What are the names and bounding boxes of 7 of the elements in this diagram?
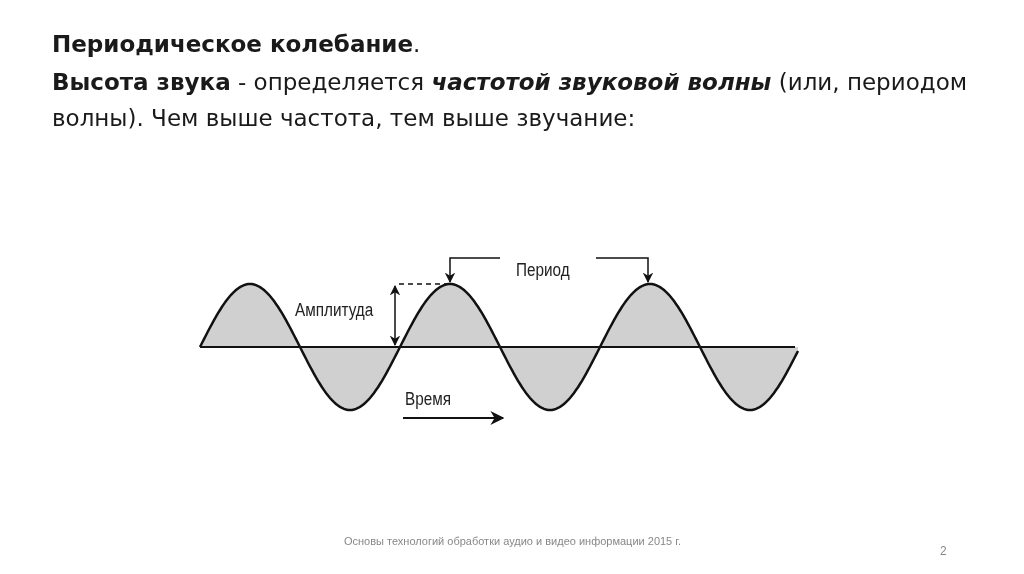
page-number: 2: [940, 544, 947, 558]
footer-text: Основы технологий обработки аудио и видео информации 2015 г.: [342, 534, 682, 549]
period-label: Период: [516, 260, 570, 281]
amplitude-label: Амплитуда: [295, 300, 374, 321]
time-label: Время: [405, 389, 452, 410]
body-text: Высота звука - определяется частотой звуковой волны (или, периодом волны). Чем выше частота, тем выше звучание:: [52, 68, 969, 133]
slide-title: Периодическое колебание.: [52, 30, 422, 59]
